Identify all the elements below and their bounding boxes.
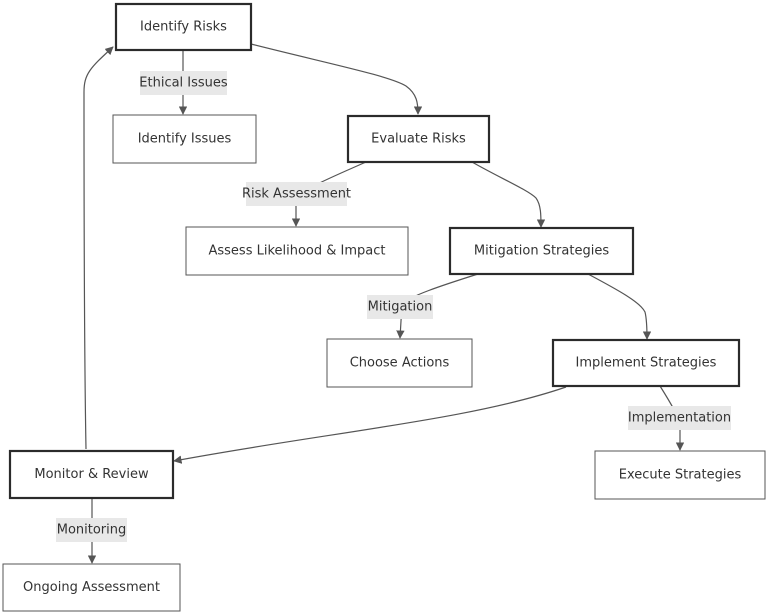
node-label: Evaluate Risks (371, 132, 466, 147)
node-label: Mitigation Strategies (474, 244, 609, 259)
node-label: Identify Issues (138, 132, 232, 147)
node-monitor-review: Monitor & Review (8, 449, 175, 500)
edge-label-text: Mitigation (368, 300, 433, 315)
edge-label-monitoring: Monitoring (56, 518, 127, 542)
node-mitigation-strategies: Mitigation Strategies (448, 226, 635, 276)
node-label: Assess Likelihood & Impact (208, 244, 385, 259)
edge-mitigation-to-implement (587, 273, 652, 340)
node-label: Monitor & Review (34, 467, 149, 482)
edge-label-mitigation: Mitigation (367, 295, 433, 319)
edge-label-text: Ethical Issues (139, 76, 228, 91)
node-implement-strategies: Implement Strategies (551, 338, 741, 388)
node-identify-risks: Identify Risks (114, 2, 253, 52)
edge-label-text: Risk Assessment (242, 187, 351, 202)
node-assess-likelihood-impact: Assess Likelihood & Impact (185, 226, 409, 276)
node-identify-issues: Identify Issues (112, 114, 257, 164)
edge-label-text: Implementation (628, 411, 731, 426)
edge-implement-to-monitor (173, 386, 567, 464)
edge-identify-to-evaluate (250, 43, 423, 115)
edge-label-implementation: Implementation (628, 406, 731, 430)
edge-label-risk-assessment: Risk Assessment (242, 182, 351, 206)
edge-label-text: Monitoring (57, 523, 127, 538)
node-label: Identify Risks (140, 20, 227, 35)
edge-monitor-to-identify (83, 46, 114, 450)
node-evaluate-risks: Evaluate Risks (346, 114, 491, 164)
node-choose-actions: Choose Actions (326, 338, 473, 388)
node-label: Choose Actions (350, 356, 450, 371)
node-execute-strategies: Execute Strategies (594, 450, 766, 500)
edge-evaluate-to-mitigation (471, 161, 546, 228)
node-ongoing-assessment: Ongoing Assessment (2, 563, 181, 612)
node-label: Implement Strategies (576, 356, 717, 371)
node-label: Execute Strategies (619, 468, 742, 483)
node-label: Ongoing Assessment (23, 580, 160, 595)
edge-label-ethical-issues: Ethical Issues (139, 71, 228, 95)
